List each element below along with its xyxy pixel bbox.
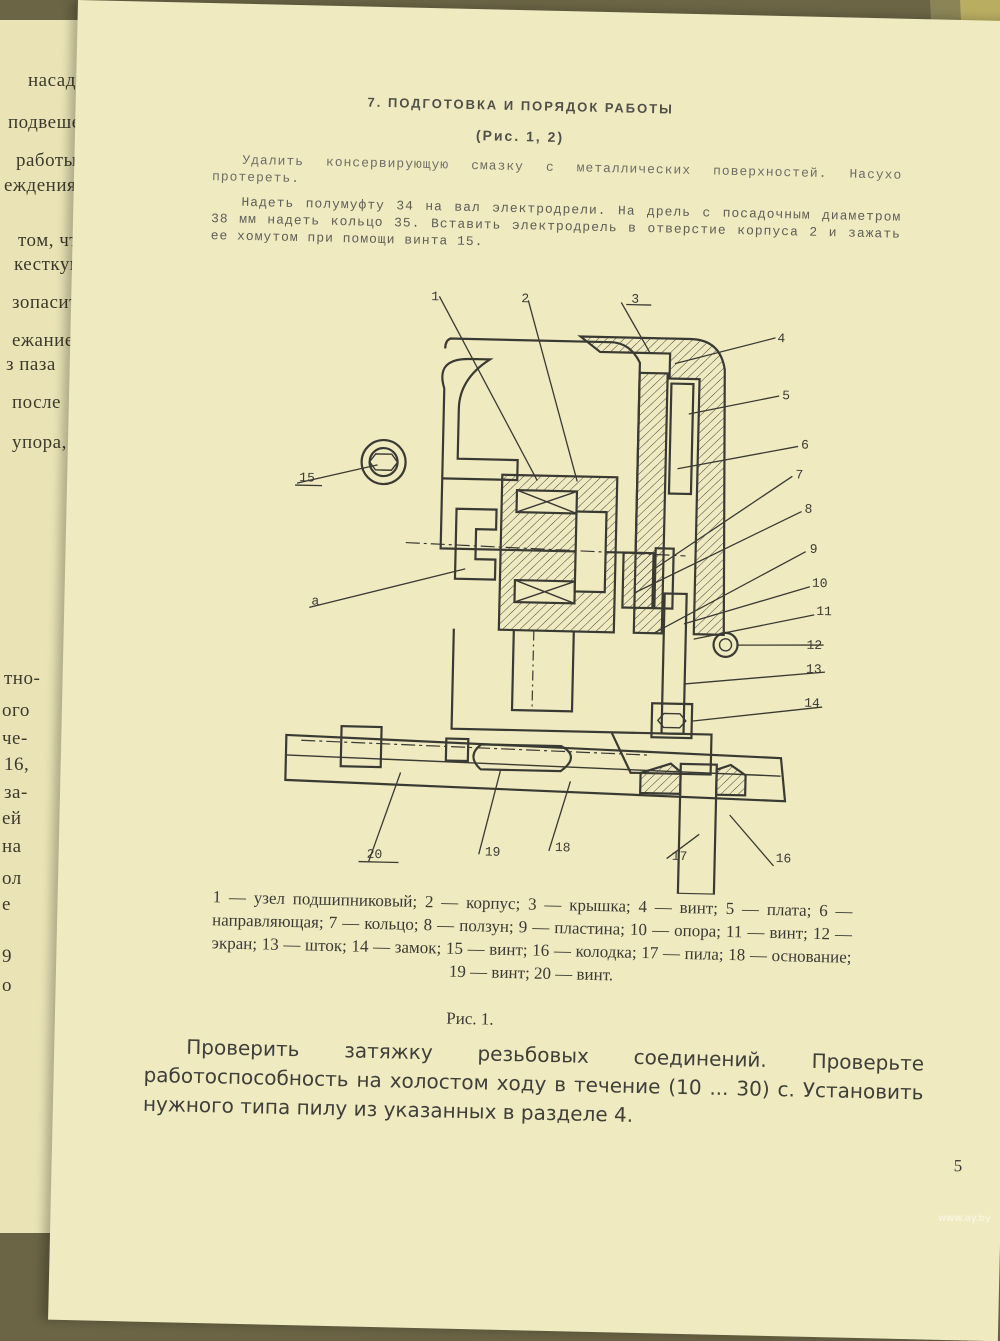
coupling <box>453 507 498 581</box>
rod <box>660 592 688 736</box>
left-page-line: подвешен <box>8 112 92 133</box>
callout-3: 3 <box>631 292 639 307</box>
callout-20: 20 <box>367 847 383 862</box>
figure-label: Рис. 1. <box>446 1008 494 1029</box>
left-page-line: кесткую <box>14 254 85 275</box>
callout-5: 5 <box>782 388 790 403</box>
left-page-line: 16, <box>4 754 30 775</box>
callout-13: 13 <box>806 662 822 677</box>
left-page-line: том, что <box>18 230 88 251</box>
callout-7: 7 <box>795 467 803 482</box>
base-slot <box>472 743 573 773</box>
right-page: 7. ПОДГОТОВКА И ПОРЯДОК РАБОТЫ (Рис. 1, … <box>48 0 1000 1341</box>
section-subtitle: (Рис. 1, 2) <box>475 127 565 146</box>
callout-17: 17 <box>672 849 688 864</box>
clamp-arm <box>441 357 519 482</box>
left-page-line: ого <box>2 700 30 721</box>
callout-9: 9 <box>810 542 818 557</box>
section-title: 7. ПОДГОТОВКА И ПОРЯДОК РАБОТЫ <box>367 94 675 117</box>
left-page-line: ежание <box>12 330 74 351</box>
left-page-line: ол <box>2 868 22 889</box>
left-page-line: упора, <box>12 432 67 453</box>
callout-8: 8 <box>804 502 812 517</box>
left-page-line: о <box>2 975 12 996</box>
callout-2: 2 <box>521 291 529 306</box>
intro-paragraph-1: Удалить консервирующую смазку с металлич… <box>211 152 903 187</box>
callout-15: 15 <box>299 470 315 485</box>
watermark: www.ay.by <box>938 1213 991 1224</box>
left-page-line: е <box>2 894 11 915</box>
callout-6: 6 <box>801 438 809 453</box>
body-paragraph: Проверить затяжку резьбовых соединений. … <box>142 1034 925 1127</box>
callout-12: 12 <box>806 638 822 653</box>
left-page-line: на <box>2 836 22 857</box>
callout-a: a <box>311 593 319 608</box>
left-page-line: после <box>12 392 61 413</box>
cover <box>577 335 726 636</box>
callout-4: 4 <box>777 331 785 346</box>
left-page-line: еждения, <box>4 175 82 196</box>
spring-plate <box>667 382 695 496</box>
left-page-line: че- <box>2 728 28 749</box>
left-page-line: зопасит <box>12 292 78 313</box>
left-page-line: 9 <box>2 946 12 967</box>
callout-14: 14 <box>804 696 820 711</box>
base-plate <box>284 733 787 803</box>
left-page-line: тно- <box>4 668 41 689</box>
base-screw <box>339 725 383 769</box>
callout-19: 19 <box>485 844 501 859</box>
callout-16: 16 <box>776 851 792 866</box>
callout-1: 1 <box>431 289 439 304</box>
left-page-line: з паза <box>6 354 56 375</box>
figure-1-jigsaw-attachment-drawing: 1 2 3 4 5 6 7 8 9 10 11 12 13 14 15 16 1… <box>284 289 832 896</box>
screen-screw <box>712 631 739 658</box>
callout-11: 11 <box>816 604 832 619</box>
left-page-line: работы; <box>16 150 83 171</box>
callout-18: 18 <box>555 840 571 855</box>
left-page-line: за- <box>4 782 28 803</box>
slider <box>621 551 655 610</box>
callout-10: 10 <box>812 576 828 591</box>
saw-blade <box>676 762 718 896</box>
left-page-line: ей <box>2 808 22 829</box>
clamp-screw <box>360 438 407 486</box>
intro-paragraph-2: Надеть полумуфту 34 на вал электродрели.… <box>210 194 902 250</box>
page-number: 5 <box>953 1156 963 1176</box>
figure-caption: 1 — узел подшипниковый; 2 — корпус; 3 — … <box>211 887 853 985</box>
shoe <box>639 762 682 795</box>
